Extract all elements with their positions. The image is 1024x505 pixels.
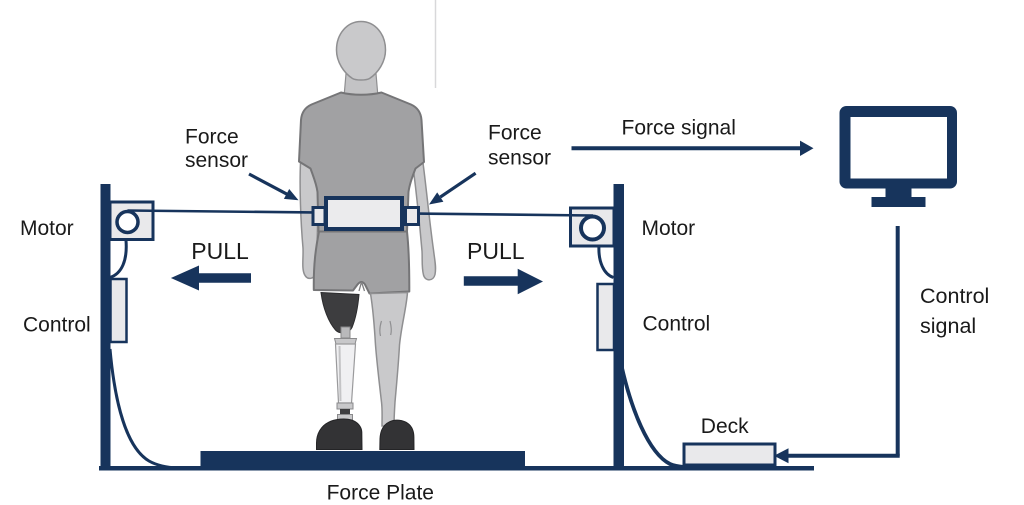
svg-text:Motor: Motor xyxy=(642,217,696,240)
svg-text:Force signal: Force signal xyxy=(622,117,736,140)
svg-text:PULL: PULL xyxy=(191,238,249,264)
svg-text:Control: Control xyxy=(920,284,989,308)
svg-text:PULL: PULL xyxy=(467,238,525,264)
svg-text:Force Plate: Force Plate xyxy=(327,482,434,505)
svg-text:Force: Force xyxy=(488,122,542,145)
svg-text:signal: signal xyxy=(920,314,976,338)
svg-text:Control: Control xyxy=(23,314,91,337)
svg-text:Force: Force xyxy=(185,126,239,149)
svg-text:Control: Control xyxy=(643,313,711,336)
svg-text:Deck: Deck xyxy=(701,415,749,438)
svg-text:sensor: sensor xyxy=(185,149,248,172)
svg-text:sensor: sensor xyxy=(488,147,551,170)
svg-text:Motor: Motor xyxy=(20,217,74,240)
